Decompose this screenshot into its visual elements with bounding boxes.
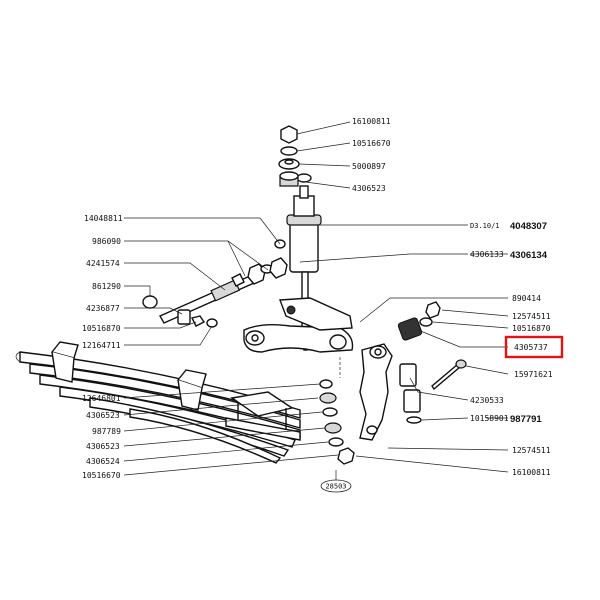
label-16100811-top: 16100811: [352, 117, 391, 126]
bolt-stack-lower: [319, 379, 355, 465]
nut-12574511-top: [425, 301, 441, 319]
top-washer-10516670: [280, 146, 298, 156]
pivot-bracket-987791: [359, 343, 393, 441]
label-12574511-top: 12574511: [512, 312, 551, 321]
figure-number-text: 28503: [325, 483, 346, 491]
label-987789: 987789: [92, 427, 121, 436]
label-10516870-right: 10516870: [512, 324, 551, 333]
top-cup-5000897: [278, 158, 300, 170]
label-890414: 890414: [512, 294, 541, 303]
label-14048811: 14048811: [84, 214, 123, 223]
label-10516870-left: 10516870: [82, 324, 121, 333]
label-4306524: 4306524: [86, 457, 120, 466]
label-4230533: 4230533: [470, 396, 504, 405]
bushing-4230533: [399, 363, 421, 413]
label-4306134: 4306134: [510, 250, 548, 261]
label-12164711: 12164711: [82, 341, 121, 350]
bolt-15971621: [431, 359, 467, 391]
label-5000897: 5000897: [352, 162, 386, 171]
label-ref-d3: D3.10/1: [470, 222, 500, 230]
top-nut-16100811: [280, 125, 298, 144]
leaf-spring-clamp-mid: [176, 369, 207, 411]
mounting-bracket: [279, 297, 353, 331]
washer-10158901: [406, 416, 422, 424]
label-10158901: 10158901: [470, 414, 509, 423]
label-861290: 861290: [92, 282, 121, 291]
label-12646801: 12646801: [82, 394, 121, 403]
label-4306523-mid: 4306523: [86, 411, 120, 420]
leaf-spring-clamp-left: [50, 341, 79, 383]
label-4236877: 4236877: [86, 304, 120, 313]
label-10516670-top: 10516670: [352, 139, 391, 148]
figure-number: 28503: [320, 479, 352, 493]
label-16100811-bot: 16100811: [512, 468, 551, 477]
washer-10516870-right: [419, 317, 433, 327]
label-987791: 987791: [510, 414, 542, 425]
lower-control-arm: [243, 323, 354, 353]
highlight-box-4305737: [504, 335, 564, 359]
leaf-spring: [15, 351, 301, 464]
label-4306523-top: 4306523: [352, 184, 386, 193]
label-4305737: 4305737: [514, 343, 548, 352]
label-15971621: 15971621: [514, 370, 553, 379]
bushing-4305737: [397, 317, 423, 341]
top-bushing-4306523: [279, 171, 299, 187]
label-4306523-low: 4306523: [86, 442, 120, 451]
part-labels: 16100811 10516670 5000897 4306523 140488…: [82, 117, 564, 480]
spring-u-bolt-plate: [225, 391, 301, 441]
link-rod-assembly: [142, 239, 288, 328]
label-4241574: 4241574: [86, 259, 120, 268]
label-10516670-bot: 10516670: [82, 471, 121, 480]
label-986090: 986090: [92, 237, 121, 246]
label-12574511-bot: 12574511: [512, 446, 551, 455]
label-4048307: 4048307: [510, 221, 547, 232]
leader-lines: [123, 121, 509, 480]
label-4306133: 4306133: [470, 250, 504, 259]
